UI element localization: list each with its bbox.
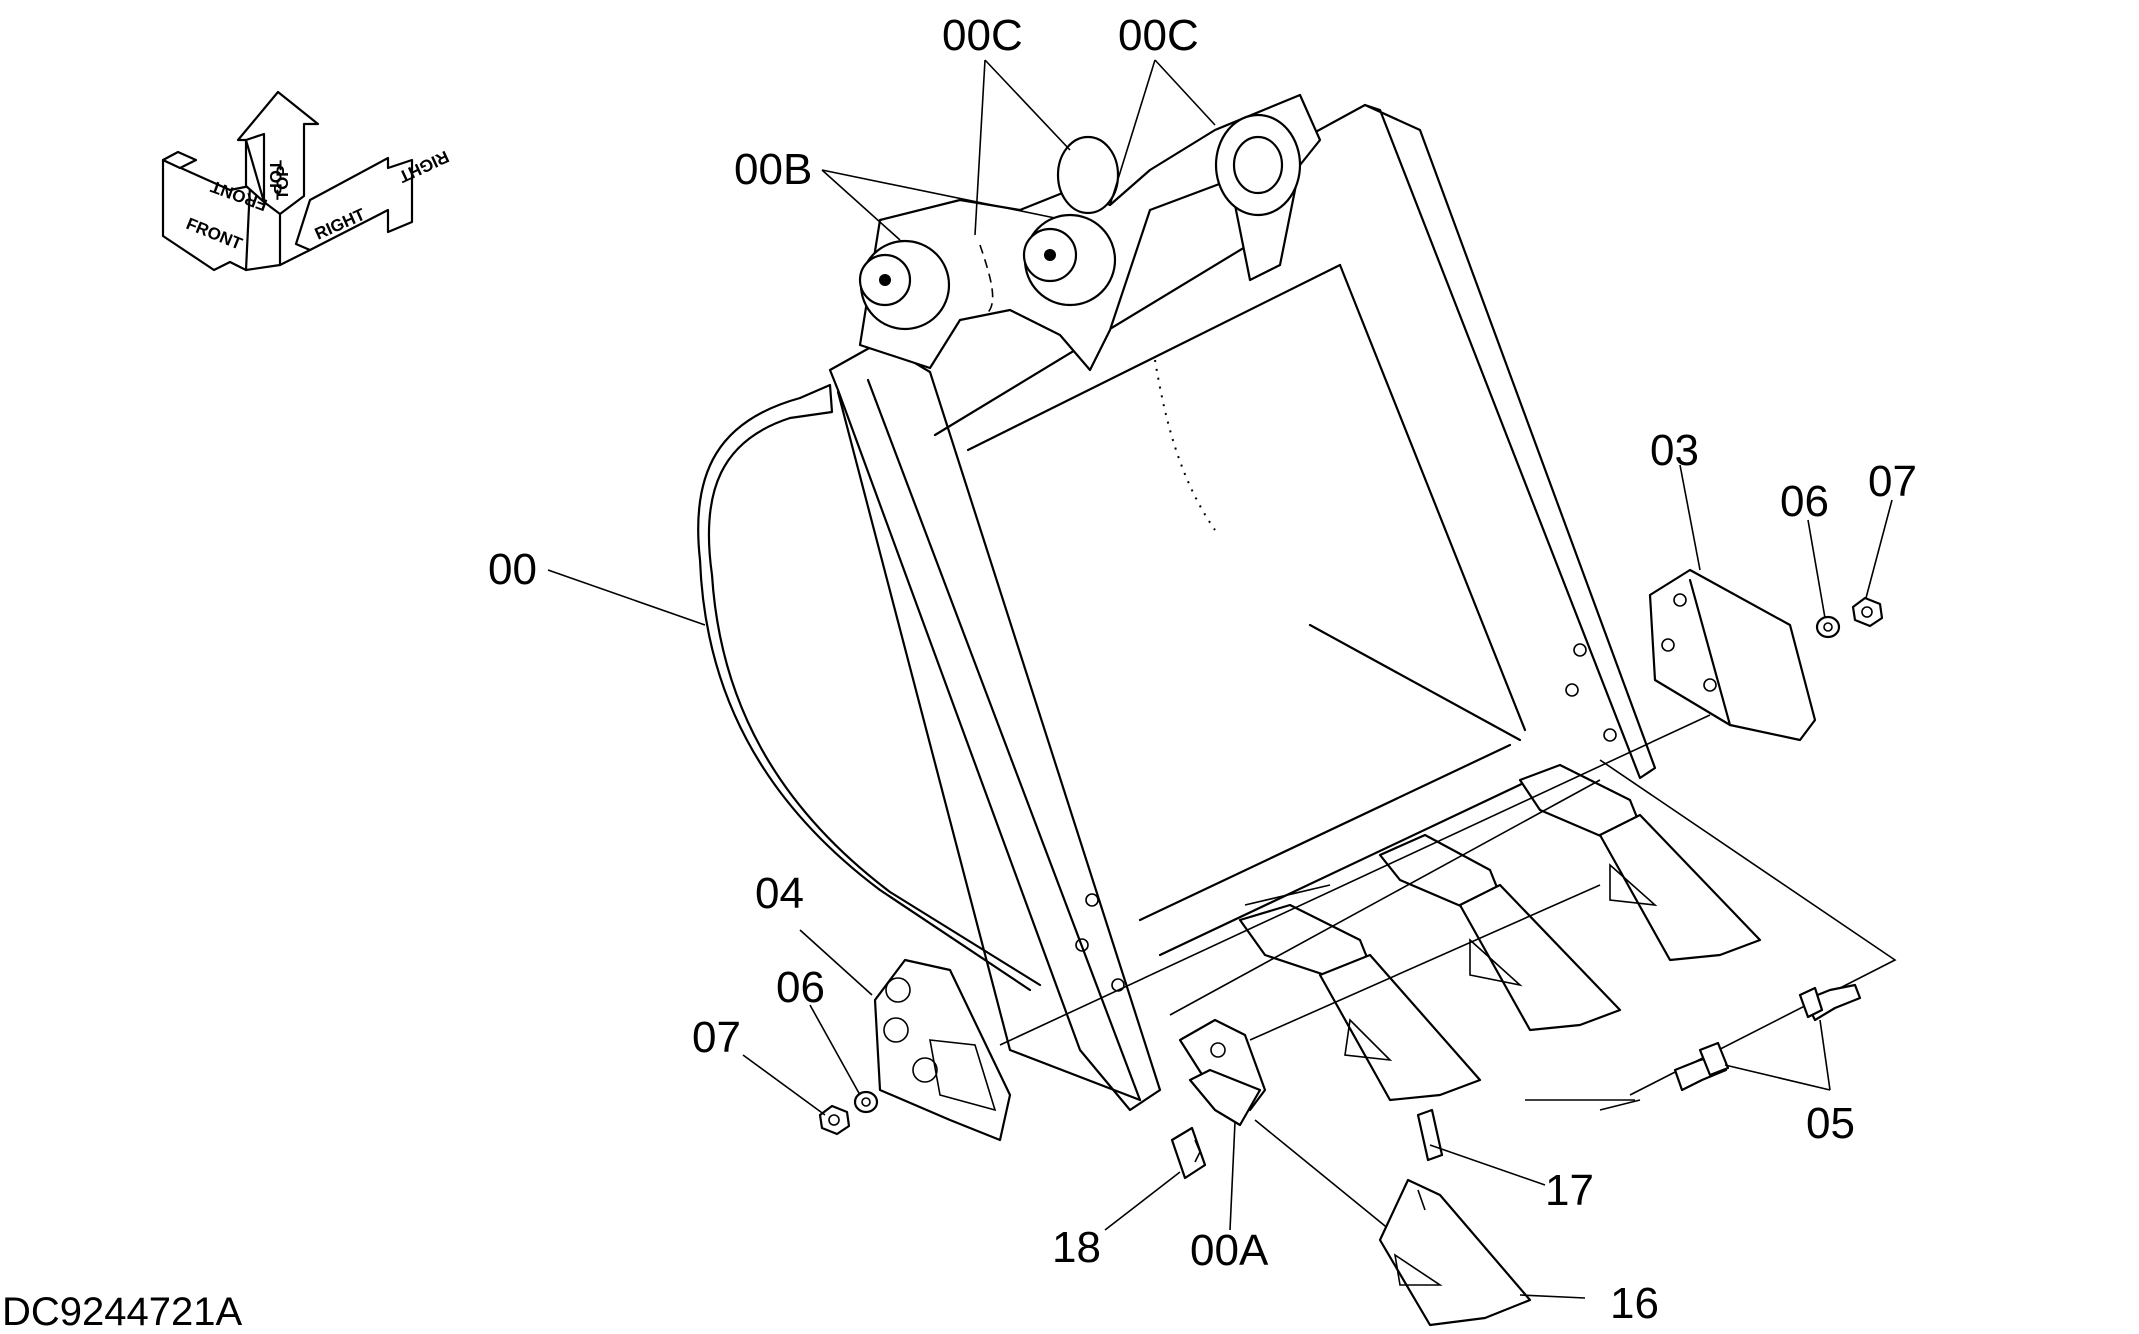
- side-cutter-right-03: [1648, 568, 1817, 742]
- callout-04: 04: [755, 869, 804, 918]
- tooth-adapter-1: [1238, 903, 1482, 1102]
- orientation-right-label-mirror: RIGHT: [395, 147, 452, 187]
- orientation-indicator-icon: FRONT FRONT TOP TOP RIGHT RIGHT: [161, 90, 452, 272]
- nut-07-left: [818, 1104, 851, 1136]
- callout-07-right: 07: [1868, 457, 1917, 506]
- callout-00C-right: 00C: [1118, 11, 1199, 60]
- washer-06-left: [853, 1090, 879, 1114]
- assembly-guide-lines: [999, 714, 1897, 1231]
- callout-00A: 00A: [1190, 1226, 1269, 1275]
- callout-06-left: 06: [776, 963, 825, 1012]
- adapter-left-corner: [1178, 1018, 1267, 1127]
- pin-17: [1416, 1108, 1444, 1162]
- callout-16: 16: [1610, 1279, 1659, 1328]
- tooth-adapter-2: [1378, 833, 1622, 1032]
- bolt-05-lower: [1673, 1041, 1730, 1092]
- callout-06-right: 06: [1780, 477, 1829, 526]
- drawing-code: DC9244721A: [2, 1290, 242, 1334]
- callout-07-left: 07: [692, 1013, 741, 1062]
- orientation-top-label-mirror: TOP: [273, 165, 292, 200]
- callout-17: 17: [1545, 1166, 1594, 1215]
- nut-07-right: [1851, 596, 1884, 628]
- leader-lines: [547, 59, 1893, 1299]
- callout-00B: 00B: [734, 145, 812, 194]
- callout-00: 00: [488, 545, 537, 594]
- side-cutter-left-04: [873, 958, 1012, 1142]
- callout-labels: 00 00A 00B 00C 00C 03 04 05 06 06 07 07 …: [488, 11, 1917, 1328]
- lock-pin-18: [1170, 1126, 1207, 1180]
- callout-18: 18: [1052, 1223, 1101, 1272]
- tooth-point-16: [1378, 1178, 1532, 1327]
- washer-06-right: [1815, 615, 1841, 639]
- callout-05: 05: [1806, 1099, 1855, 1148]
- bucket-body: [697, 93, 1657, 1112]
- callout-00C-left: 00C: [942, 11, 1023, 60]
- tooth-adapter-3: [1518, 763, 1762, 962]
- bolt-05-upper: [1798, 983, 1862, 1022]
- orientation-top-label: TOP: [266, 160, 285, 195]
- callout-03: 03: [1650, 426, 1699, 475]
